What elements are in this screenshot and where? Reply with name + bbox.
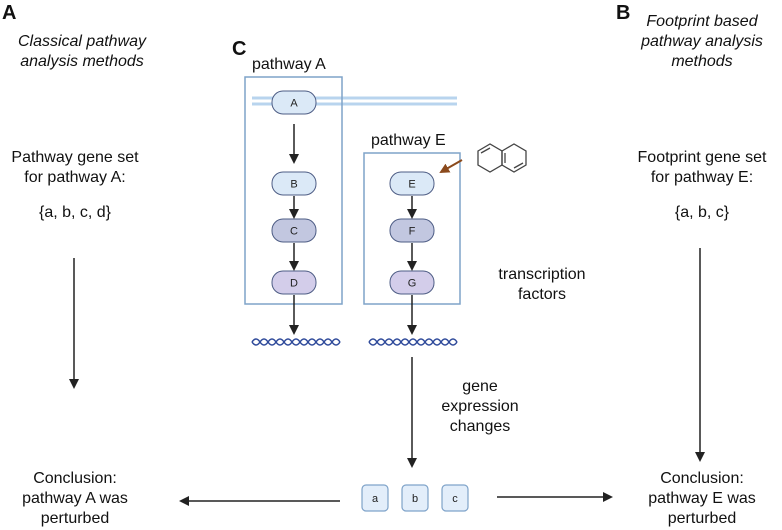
- panel-b-conclusion: Conclusion: pathway E was perturbed: [622, 469, 782, 529]
- tf-label-line: factors: [517, 286, 566, 303]
- transcription-factors-label: transcription factors: [482, 265, 602, 305]
- node-a-label: A: [290, 98, 298, 110]
- gene-set-label-line: Footprint gene set: [637, 149, 767, 166]
- conclusion-line: pathway A was: [22, 490, 128, 507]
- conclusion-line: pathway E was: [648, 490, 756, 507]
- panel-b-title-line: pathway analysis: [641, 33, 763, 50]
- panel-a-title: Classical pathway analysis methods: [0, 32, 164, 72]
- panel-letter-c: C: [232, 38, 247, 60]
- conclusion-line: Conclusion:: [660, 470, 744, 487]
- gene-expression-changes-label: gene expression changes: [430, 377, 530, 437]
- node-b: B: [271, 171, 317, 196]
- panel-a-title-line: Classical pathway: [17, 33, 147, 50]
- node-a: A: [271, 90, 317, 115]
- gec-label-line: changes: [449, 418, 511, 435]
- panel-a-gene-set-value: {a, b, c, d}: [38, 204, 112, 221]
- panel-b-gene-set-value: {a, b, c}: [674, 204, 730, 221]
- pathway-a-label: pathway A: [252, 56, 326, 73]
- panel-letter-a: A: [2, 2, 17, 24]
- panel-letter-b: B: [616, 2, 631, 24]
- panel-a-title-line: analysis methods: [20, 53, 144, 70]
- conclusion-line: perturbed: [40, 510, 110, 527]
- panel-b-title: Footprint based pathway analysis methods: [622, 12, 782, 72]
- panel-b-title-line: Footprint based: [646, 13, 758, 30]
- node-e-label: E: [408, 179, 415, 191]
- gene-box-a: a: [361, 484, 389, 512]
- gene-label: b: [412, 493, 418, 505]
- dna-helix-a-icon: [251, 338, 341, 346]
- molecule-arrow: [439, 159, 463, 173]
- gene-set-label-line: Pathway gene set: [11, 149, 139, 166]
- node-g-label: G: [408, 278, 417, 290]
- panel-a-gene-set-label: Pathway gene set for pathway A:: [0, 148, 150, 188]
- node-f-label: F: [409, 226, 416, 238]
- gene-label: a: [372, 493, 379, 505]
- node-d-label: D: [290, 278, 298, 290]
- dna-helix-e-icon: [368, 338, 458, 346]
- gec-label-line: gene: [462, 378, 498, 395]
- node-d: D: [271, 270, 317, 295]
- gec-label-line: expression: [441, 398, 519, 415]
- node-c-label: C: [290, 226, 298, 238]
- tf-label-line: transcription: [498, 266, 586, 283]
- gene-set-label-line: for pathway E:: [650, 169, 754, 186]
- molecule-icon: [477, 143, 527, 173]
- node-b-label: B: [290, 179, 297, 191]
- conclusion-line: perturbed: [667, 510, 737, 527]
- panel-a-conclusion: Conclusion: pathway A was perturbed: [0, 469, 150, 529]
- gene-box-b: b: [401, 484, 429, 512]
- node-f: F: [389, 218, 435, 243]
- gene-set-label-line: for pathway A:: [24, 169, 126, 186]
- gene-label: c: [452, 493, 458, 505]
- node-g: G: [389, 270, 435, 295]
- panel-b-title-line: methods: [671, 53, 733, 70]
- gene-box-c: c: [441, 484, 469, 512]
- panel-b-gene-set-label: Footprint gene set for pathway E:: [622, 148, 782, 188]
- node-e: E: [389, 171, 435, 196]
- node-c: C: [271, 218, 317, 243]
- pathway-e-label: pathway E: [371, 132, 446, 149]
- conclusion-line: Conclusion:: [33, 470, 117, 487]
